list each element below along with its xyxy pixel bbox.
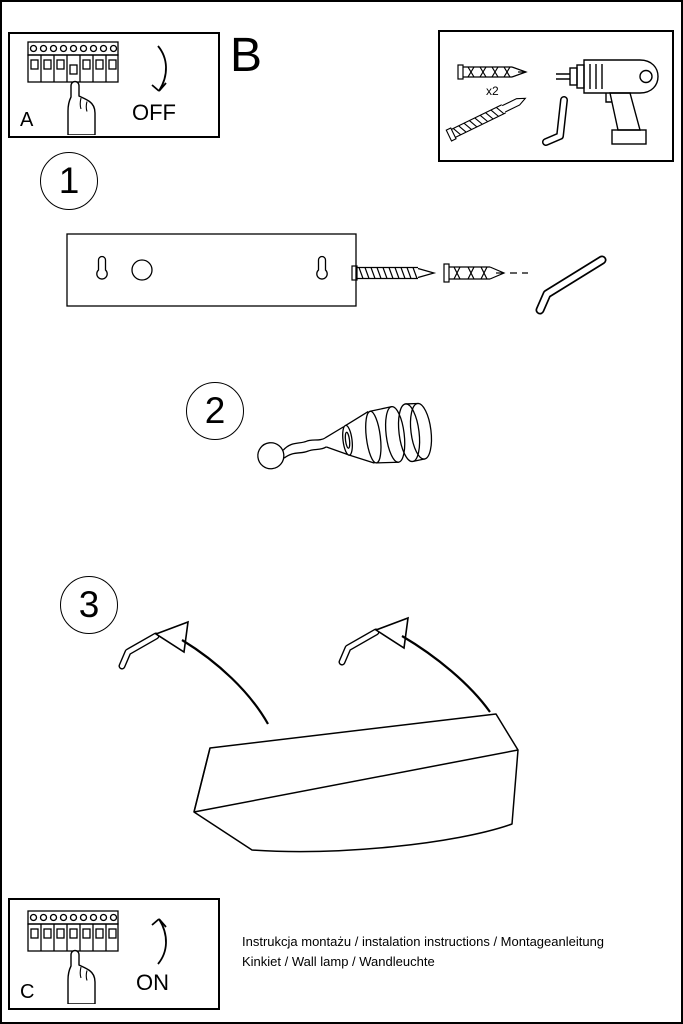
screw-icon	[445, 97, 527, 142]
wall-plug-icon	[457, 64, 528, 80]
hook-icon	[542, 96, 568, 146]
keyhole-slot-right	[316, 255, 328, 280]
mounting-plate-illustration	[66, 233, 357, 307]
panel-a-power-off: OFF A	[8, 32, 220, 138]
step-3-number: 3	[78, 584, 100, 625]
step-3-badge: 3	[60, 576, 118, 634]
step-1-number: 1	[58, 160, 80, 201]
wire-loop	[257, 442, 285, 470]
on-label: ON	[136, 970, 169, 995]
panel-c-power-on: ON C	[8, 898, 220, 1010]
wall-lamp-illustration	[193, 713, 519, 853]
lamp-twist-crease	[193, 749, 519, 813]
step-2-number: 2	[204, 390, 226, 431]
step-2-badge: 2	[186, 382, 244, 440]
screw-head	[351, 265, 358, 281]
cable-hole	[131, 259, 153, 281]
footer-line-2: Kinkiet / Wall lamp / Wandleuchte	[242, 954, 435, 969]
flip-down-arrow-icon	[151, 45, 167, 92]
arrow-head-icon	[154, 620, 189, 654]
panel-c-letter: C	[20, 981, 35, 1003]
step-1-badge: 1	[40, 152, 98, 210]
footer-text: Instrukcja montażu / instalation instruc…	[242, 932, 604, 972]
section-b-letter: B	[230, 29, 263, 82]
wires	[282, 437, 327, 459]
arrow-head-icon	[374, 616, 409, 650]
plug-quantity-label: x2	[486, 84, 499, 98]
hand-icon	[67, 80, 96, 135]
flip-up-arrow-icon	[151, 918, 167, 965]
circuit-breaker-illustration	[27, 910, 119, 1004]
drill-icon	[556, 59, 659, 145]
tools-box: x2	[438, 30, 674, 162]
anchor-collar	[443, 263, 450, 283]
lamp-socket-illustration	[257, 402, 433, 470]
off-label: OFF	[132, 100, 176, 125]
hand-icon	[67, 949, 96, 1004]
footer-line-1: Instrukcja montażu / instalation instruc…	[242, 934, 605, 949]
panel-a-letter: A	[20, 109, 34, 131]
keyhole-slot-left	[96, 255, 108, 280]
arrow-tail	[181, 639, 269, 725]
circuit-breaker-illustration	[27, 41, 119, 135]
hang-lamp-arrows	[118, 616, 491, 725]
arrow-tail	[401, 635, 491, 713]
fixings-illustration	[351, 255, 607, 315]
